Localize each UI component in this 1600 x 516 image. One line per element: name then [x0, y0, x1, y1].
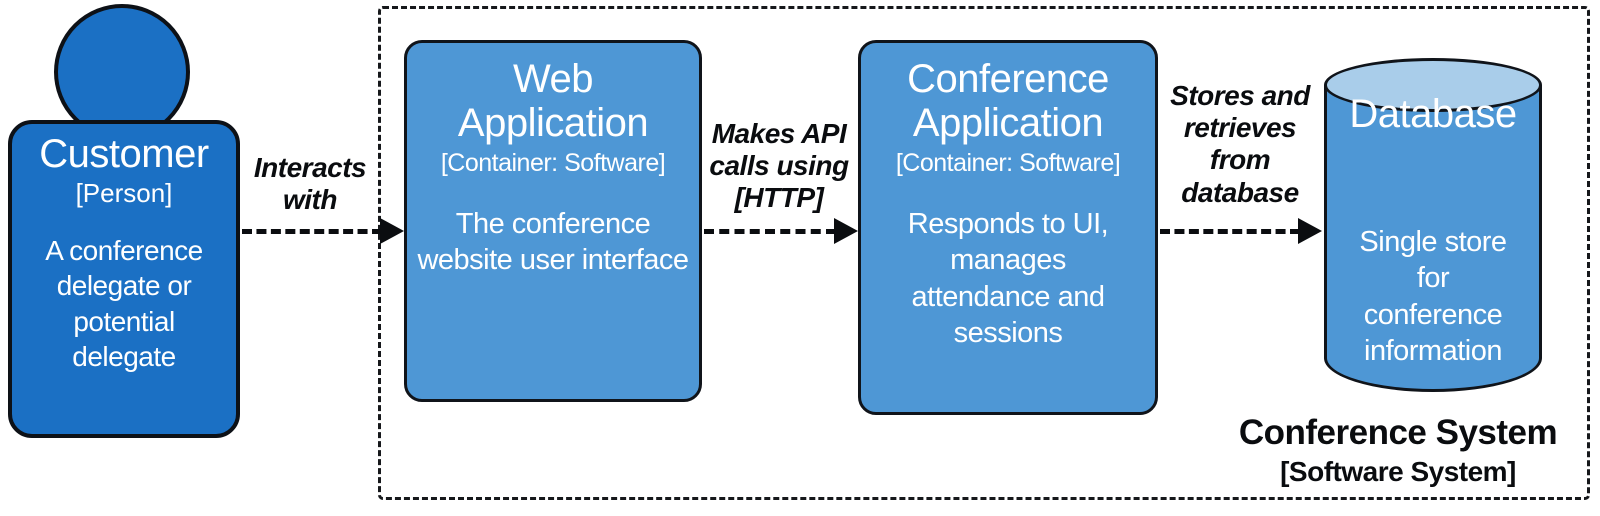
relationship-line-makes-api-calls [704, 229, 836, 234]
database-node: Database Single store for conference inf… [1324, 58, 1542, 392]
container-description: The conference website user interface [417, 208, 689, 277]
relationship-label-makes-api-calls: Makes API calls using [HTTP] [709, 118, 849, 214]
container-subtitle: [Container: Software] [440, 149, 666, 177]
relationship-label-stores-retrieves: Stores and retrieves from database [1170, 80, 1310, 208]
container-node-conference-application: Conference Application [Container: Softw… [858, 40, 1158, 415]
container-description: Responds to UI, manages attendance and s… [907, 208, 1109, 349]
arrowhead-icon [380, 218, 404, 244]
system-boundary-title: Conference System [1238, 413, 1558, 452]
system-boundary-label: Conference System [Software System] [1198, 413, 1598, 487]
database-cylinder-body [1324, 85, 1542, 392]
system-boundary [378, 6, 1590, 500]
database-description: Single store for conference information [1359, 226, 1507, 367]
person-description: A conference delegate or potential deleg… [45, 235, 203, 372]
person-subtitle: [Person] [75, 178, 173, 208]
person-head-icon [54, 4, 190, 140]
arrowhead-icon [834, 218, 858, 244]
container-subtitle: [Container: Software] [895, 149, 1121, 177]
relationship-line-interacts-with [242, 229, 382, 234]
relationship-line-stores-retrieves [1160, 229, 1300, 234]
container-title: Conference Application [907, 57, 1109, 145]
relationship-label-interacts-with: Interacts with [253, 152, 367, 216]
arrowhead-icon [1298, 218, 1322, 244]
person-title: Customer [39, 132, 209, 176]
person-node-customer: Customer [Person] A conference delegate … [8, 120, 240, 438]
database-cylinder-top-icon [1324, 58, 1542, 112]
system-boundary-subtitle: [Software System] [1280, 455, 1516, 487]
container-title: Web Application [457, 57, 649, 145]
database-text: Database Single store for conference inf… [1324, 92, 1542, 369]
container-node-web-application: Web Application [Container: Software] Th… [404, 40, 702, 402]
database-title: Database [1349, 92, 1517, 136]
